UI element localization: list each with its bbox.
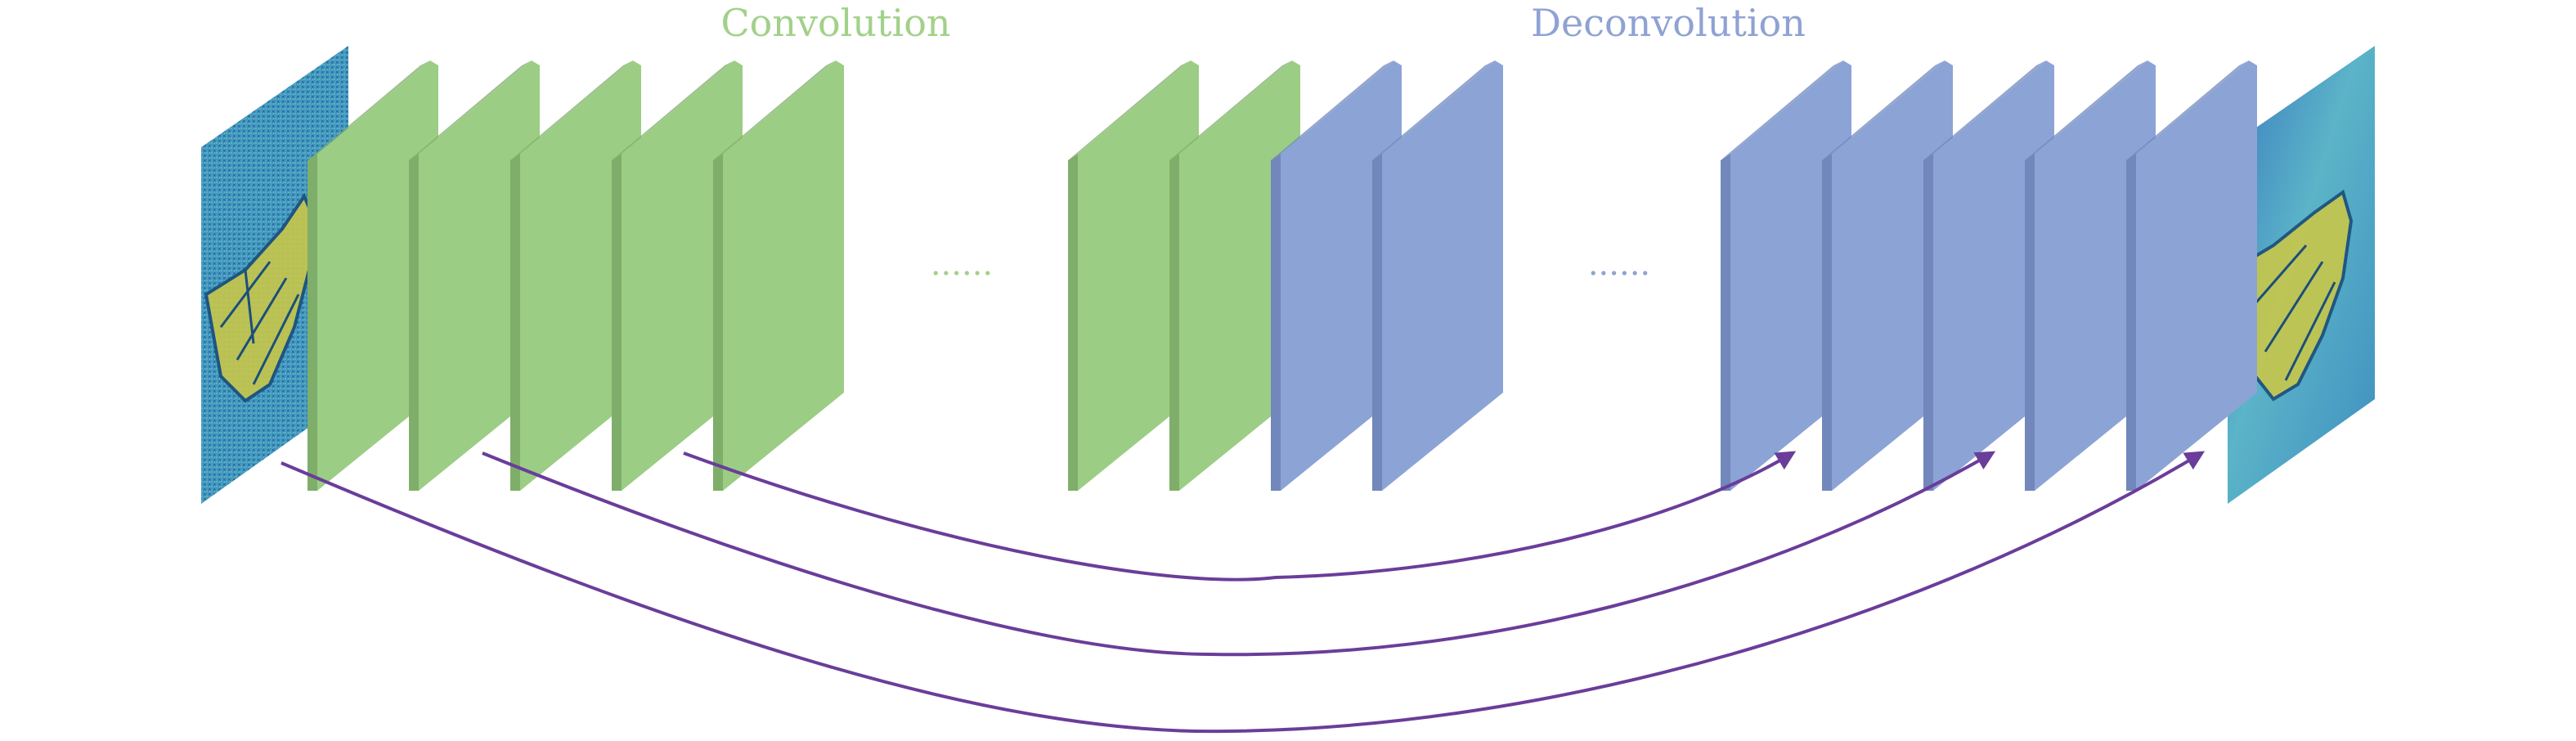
conv-layer-5-top	[713, 61, 836, 160]
output-image	[2228, 46, 2375, 504]
conv-layer-4-top	[612, 61, 734, 160]
conv-layer-1-top	[307, 61, 430, 160]
deconv-layer-2-side	[1372, 154, 1382, 491]
deconv-layer-late-5	[2126, 61, 2257, 491]
conv-layer-3-face	[520, 61, 641, 491]
deconv-layer-1-face	[1281, 61, 1402, 491]
input-wing-veins	[219, 261, 300, 385]
deconv-layer-late-3	[1923, 61, 2054, 491]
deconv-layer-late-3-face	[1933, 61, 2054, 491]
deconv-layer-2-top	[1372, 61, 1495, 160]
deconvolution-label: Deconvolution	[1531, 1, 1806, 45]
output-wing-veins	[2247, 245, 2336, 381]
conv-layer-1-face	[317, 61, 438, 491]
conv-layer-late-1-top	[1068, 61, 1191, 160]
conv-layer-2-face	[419, 61, 540, 491]
deconv-layer-late-1	[1721, 61, 1851, 491]
conv-layer-4	[612, 61, 743, 491]
deconv-layer-1-side	[1271, 154, 1281, 491]
deconv-layer-late-2-top	[1822, 61, 1945, 160]
output-butterfly-wing	[2230, 189, 2354, 402]
ellipsis-deconv: ......	[1588, 245, 1650, 283]
convolution-label: Convolution	[720, 1, 950, 45]
deconv-layer-late-3-top	[1923, 61, 2046, 160]
deconv-layer-1-top	[1271, 61, 1393, 160]
middle-layers	[1068, 61, 1503, 491]
skip-connection-middle	[482, 451, 1996, 657]
deconv-layer-2	[1372, 61, 1503, 491]
conv-layer-1-side	[307, 154, 317, 491]
deconv-layer-late-5-side	[2126, 154, 2136, 491]
deconv-layers-right	[1721, 61, 2257, 491]
conv-layer-3-side	[510, 154, 520, 491]
conv-layer-late-1-face	[1078, 61, 1199, 491]
deconv-layer-late-3-side	[1923, 154, 1933, 491]
conv-layer-late-1-side	[1068, 154, 1078, 491]
deconv-layer-late-2	[1822, 61, 1953, 491]
deconv-layer-late-4-face	[2035, 61, 2156, 491]
conv-layer-3	[510, 61, 641, 491]
deconv-layer-late-2-face	[1832, 61, 1953, 491]
conv-layer-5-side	[713, 154, 723, 491]
conv-layer-5	[713, 61, 844, 491]
deconv-layer-late-4-side	[2025, 154, 2035, 491]
conv-layer-3-top	[510, 61, 633, 160]
conv-layer-5-face	[723, 61, 844, 491]
conv-layer-2	[409, 61, 540, 491]
conv-layer-4-side	[612, 154, 622, 491]
deconv-layer-late-1-top	[1721, 61, 1843, 160]
skip-connection-inner	[683, 451, 1797, 582]
conv-layer-late-2-side	[1169, 154, 1179, 491]
deconv-layer-late-4-top	[2025, 61, 2147, 160]
conv-layer-4-face	[622, 61, 743, 491]
deconv-layer-late-4	[2025, 61, 2156, 491]
conv-layer-late-1	[1068, 61, 1199, 491]
conv-layer-late-2	[1169, 61, 1300, 491]
deconv-layer-2-face	[1382, 61, 1503, 491]
deconv-layer-late-5-top	[2126, 61, 2249, 160]
deconv-layer-late-1-face	[1730, 61, 1851, 491]
conv-layer-2-top	[409, 61, 532, 160]
skip-connection-outer	[280, 451, 2206, 734]
conv-layer-late-2-top	[1169, 61, 1292, 160]
conv-layer-1	[307, 61, 438, 491]
conv-layer-2-side	[409, 154, 419, 491]
conv-layer-late-2-face	[1179, 61, 1300, 491]
deconv-layer-late-1-side	[1721, 154, 1730, 491]
deconv-layer-1	[1271, 61, 1402, 491]
deconv-layer-late-2-side	[1822, 154, 1832, 491]
deconv-layer-late-5-face	[2136, 61, 2257, 491]
ellipsis-conv: ......	[931, 245, 993, 283]
conv-layers-left	[307, 61, 844, 491]
